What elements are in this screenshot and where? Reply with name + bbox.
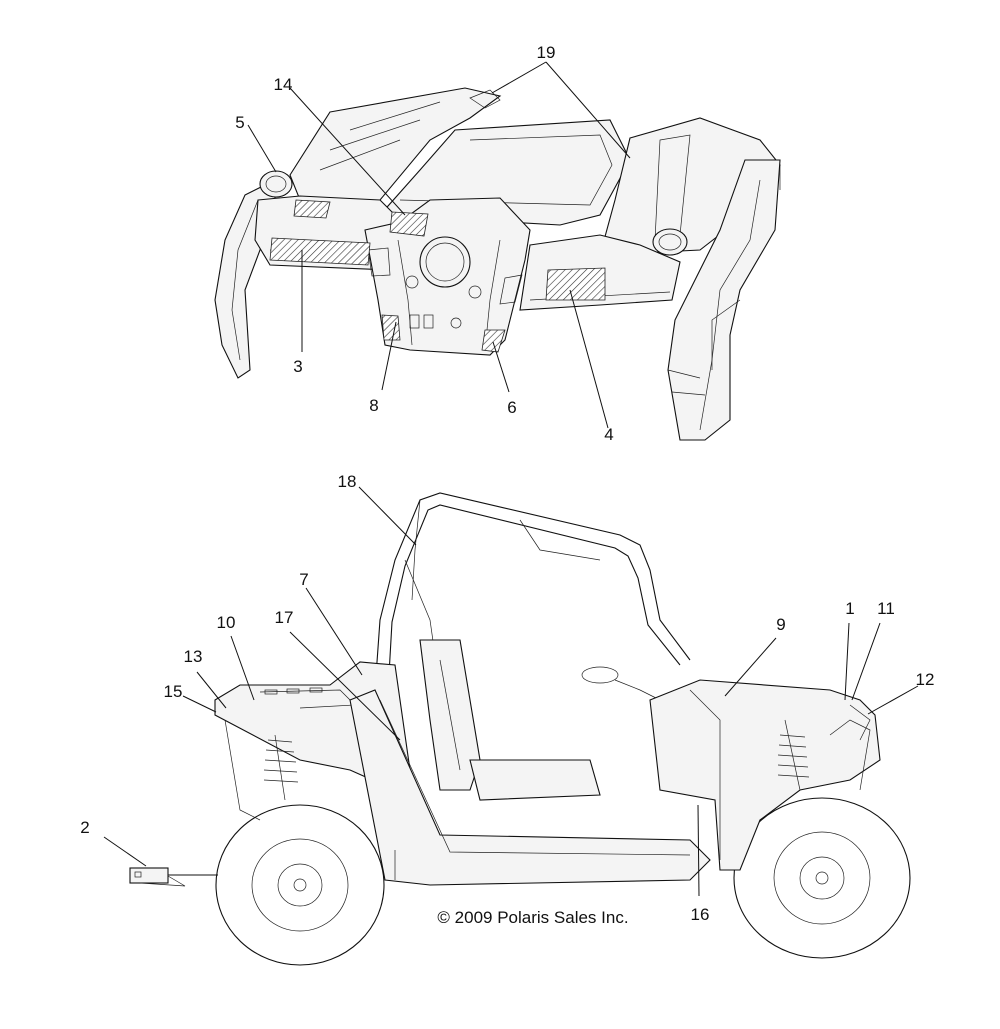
callout-12: 12: [916, 670, 935, 689]
callout-4: 4: [604, 425, 613, 444]
callout-3: 3: [293, 357, 302, 376]
callout-19: 19: [537, 43, 556, 62]
vehicle-side-view: [214, 492, 911, 966]
callout-15: 15: [164, 682, 183, 701]
callout-8: 8: [369, 396, 378, 415]
callout-14: 14: [274, 75, 293, 94]
callout-11: 11: [877, 599, 895, 618]
copyright-text: © 2009 Polaris Sales Inc.: [437, 908, 628, 927]
decal-3: [269, 237, 371, 266]
callout-13: 13: [184, 647, 203, 666]
rear-wheel: [215, 804, 385, 966]
decal-14: [389, 211, 429, 237]
decal-2-part: [129, 867, 218, 887]
callout-16: 16: [691, 905, 710, 924]
callout-5: 5: [235, 113, 244, 132]
decal-8: [381, 314, 401, 341]
dashboard-hood-assembly: [214, 87, 781, 441]
callout-2: 2: [80, 818, 89, 837]
leader-lines: [103, 61, 919, 897]
callout-9: 9: [776, 615, 785, 634]
callout-7: 7: [299, 570, 308, 589]
decal-6: [481, 329, 506, 353]
callout-1: 1: [845, 599, 854, 618]
callout-17: 17: [275, 608, 294, 627]
callout-6: 6: [507, 398, 516, 417]
decal-4: [545, 267, 606, 301]
callouts: 19 14 5 3 8 6 4 18 7 17 10 13 15 2 9 1 1…: [80, 43, 934, 924]
front-wheel: [733, 797, 911, 959]
callout-18: 18: [338, 472, 357, 491]
callout-10: 10: [217, 613, 236, 632]
